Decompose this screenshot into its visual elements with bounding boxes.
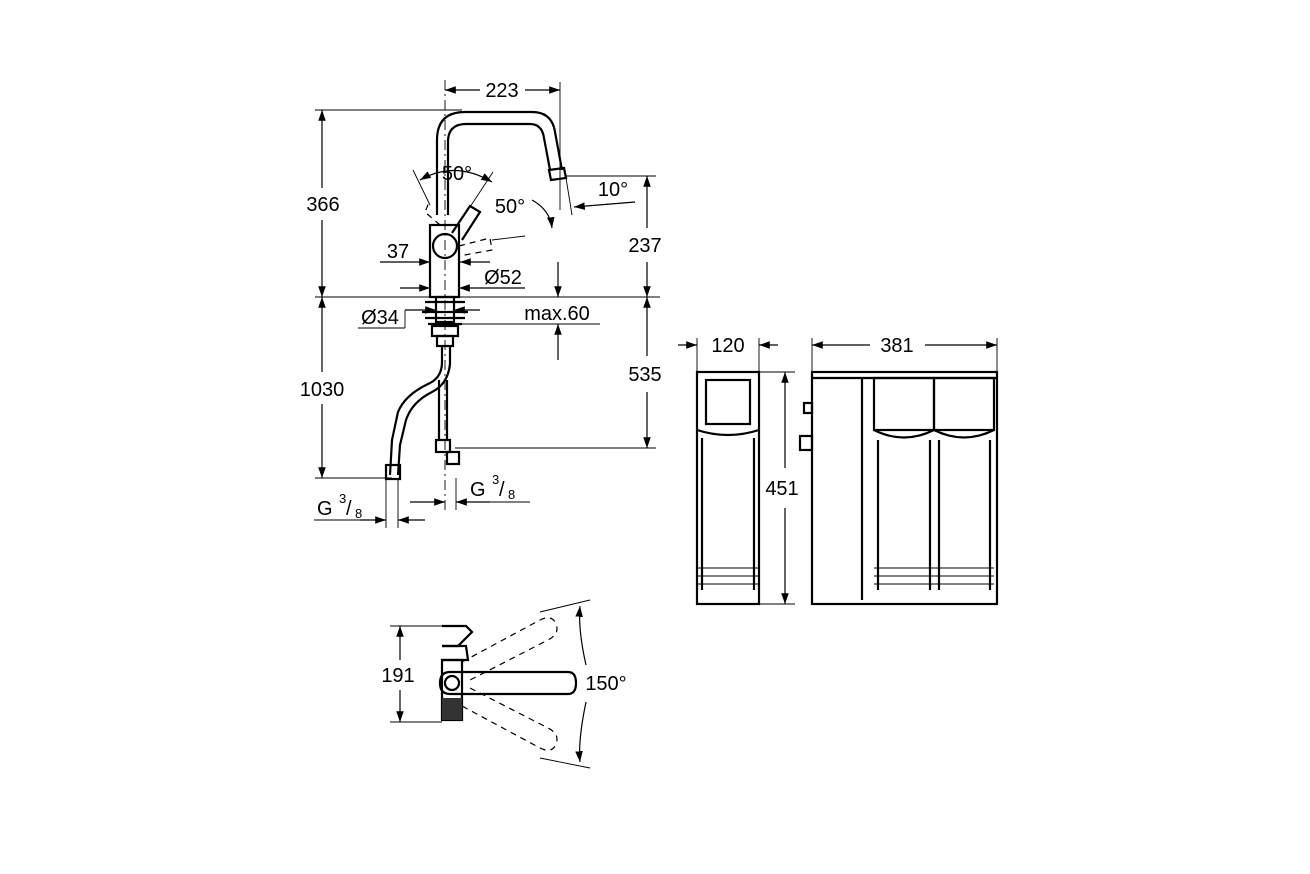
dim-lever-angle-side: 50°	[495, 196, 525, 218]
dim-swivel-angle: 150°	[585, 673, 626, 695]
dim-total-height: 366	[306, 194, 339, 216]
dim-max-deck: max.60	[524, 303, 590, 325]
dim-lever-angle-top: 50°	[442, 163, 472, 185]
dim-spout-reach: 223	[485, 80, 518, 102]
dimension-labels: 223 366 50° 50° 10° 237 37 Ø52 Ø34 max.6…	[300, 80, 914, 695]
dim-conn-right-sub: 8	[508, 487, 515, 502]
dim-hose-length: 1030	[300, 379, 345, 401]
faucet-top-view	[390, 599, 591, 769]
dim-shank-diameter: Ø34	[361, 307, 399, 329]
dim-conn-right-sup: 3	[492, 472, 499, 487]
filter-unit-side-view	[695, 338, 795, 606]
dim-conn-left-g: G	[317, 498, 333, 520]
dimension-lines-top	[396, 605, 587, 763]
faucet-side-view	[384, 80, 568, 528]
dimension-lines-faucet	[314, 82, 660, 524]
dim-top-view-height: 191	[381, 665, 414, 687]
dim-conn-right-g: G	[470, 479, 486, 501]
dim-base-diameter: Ø52	[484, 267, 522, 289]
dim-spout-angle: 10°	[598, 179, 628, 201]
dim-conn-left-sub: 8	[355, 506, 362, 521]
dim-filter-width: 381	[880, 335, 913, 357]
dim-lever-offset: 37	[387, 241, 409, 263]
filter-unit-front-view	[798, 338, 999, 606]
dim-connection-depth: 535	[628, 364, 661, 386]
dim-conn-right-slash: /	[499, 479, 505, 501]
dim-conn-left-slash: /	[346, 498, 352, 520]
dim-filter-depth: 120	[711, 335, 744, 357]
dimension-lines-filter	[678, 341, 997, 604]
dim-spout-height: 237	[628, 235, 661, 257]
dim-filter-height: 451	[765, 478, 798, 500]
dim-conn-left-sup: 3	[339, 491, 346, 506]
